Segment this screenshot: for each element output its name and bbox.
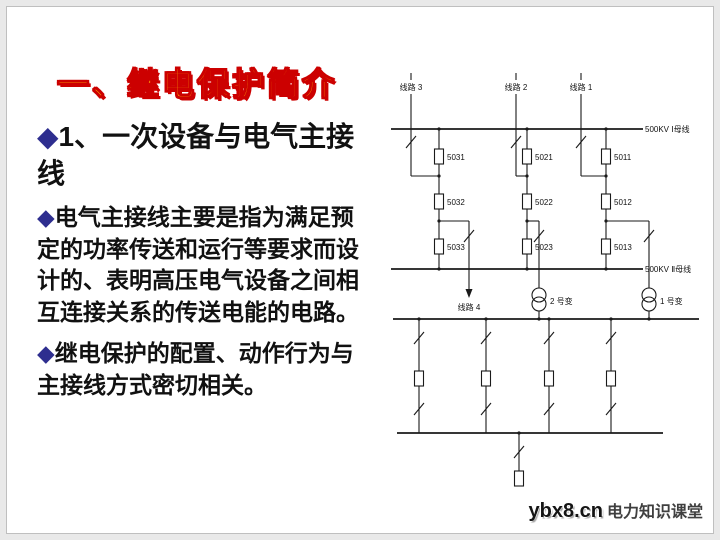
watermark: ybx8.cn 电力知识课堂: [529, 498, 704, 523]
presentation-slide: 一、继电保护简介 ◆1、一次设备与电气主接线 ◆电气主接线主要是指为满足预定的功…: [6, 6, 714, 534]
breaker-string-b: [521, 129, 533, 269]
line4-arrow-icon: [465, 289, 473, 298]
bus2-label: 500KV Ⅱ母线: [645, 264, 691, 274]
breaker-string-c: [600, 129, 612, 269]
breaker-string-a: [433, 129, 445, 269]
line1-lead: [575, 73, 606, 177]
diamond-bullet-icon: ◆: [37, 121, 59, 152]
line4-label: 线路 4: [458, 302, 481, 312]
breaker-5023-box: [521, 238, 533, 255]
breaker-5033-box: [433, 238, 445, 255]
breaker-5013-box: [600, 238, 612, 255]
transformer2-label: 2 号变: [550, 296, 573, 306]
feeder4-breaker-box: [605, 370, 617, 387]
slide-title: 一、继电保护简介: [56, 65, 338, 102]
breaker-5012-box: [600, 193, 612, 210]
breaker-5022-box: [521, 193, 533, 210]
watermark-site-name: 电力知识课堂: [606, 504, 703, 521]
bus1-label: 500KV Ⅰ母线: [645, 124, 690, 134]
breaker-5011-label: 5011: [614, 153, 632, 162]
line3-label: 线路 3: [400, 82, 423, 92]
single-line-wiring-diagram: 线路 3 线路 2 线路 1 500KV Ⅰ母线 500KV Ⅱ母线: [391, 73, 699, 487]
transformer2-branch: [527, 220, 545, 319]
bullet-item-heading: ◆1、一次设备与电气主接线: [37, 119, 367, 193]
breaker-5023-label: 5023: [535, 243, 553, 252]
breaker-5031-box: [433, 148, 445, 165]
breaker-5021-label: 5021: [535, 153, 553, 162]
line4-branch: [439, 220, 475, 298]
line1-label: 线路 1: [570, 82, 593, 92]
line2-label: 线路 2: [505, 82, 528, 92]
breaker-5013-label: 5013: [614, 243, 632, 252]
watermark-logo: ybx8.cn: [528, 500, 603, 522]
bullet-relation-text: 继电保护的配置、动作行为与主接线方式密切相关。: [37, 339, 354, 398]
breaker-5022-label: 5022: [535, 198, 553, 207]
breaker-5021-box: [521, 148, 533, 165]
feeder2-breaker-box: [480, 370, 492, 387]
bullet-definition-text: 电气主接线主要是指为满足预定的功率传送和运行等要求而设计的、表明高压电气设备之间…: [37, 203, 359, 326]
bullet-item-definition: ◆电气主接线主要是指为满足预定的功率传送和运行等要求而设计的、表明高压电气设备之…: [37, 202, 367, 329]
junction-dots: [417, 127, 651, 435]
bullet-item-relation: ◆继电保护的配置、动作行为与主接线方式密切相关。: [37, 338, 367, 401]
breaker-5012-label: 5012: [614, 198, 632, 207]
transformer1-symbol: [641, 287, 657, 312]
bullet-list: ◆1、一次设备与电气主接线 ◆电气主接线主要是指为满足预定的功率传送和运行等要求…: [37, 119, 367, 410]
breaker-5032-label: 5032: [447, 198, 465, 207]
feeder1-breaker-box: [413, 370, 425, 387]
lv-subfeeder: [513, 433, 525, 487]
lv-feeder-2: [480, 319, 492, 433]
line2-lead: [510, 73, 527, 177]
line3-lead: [405, 73, 439, 177]
lv-feeder-3: [543, 319, 555, 433]
transformer2-symbol: [531, 287, 547, 312]
breaker-5011-box: [600, 148, 612, 165]
lv-feeder-1: [413, 319, 425, 433]
breaker-5033-label: 5033: [447, 243, 465, 252]
lv-feeder-4: [605, 319, 617, 433]
transformer1-label: 1 号变: [660, 296, 683, 306]
transformer1-branch: [606, 220, 655, 319]
diamond-bullet-icon: ◆: [37, 339, 55, 366]
feeder3-breaker-box: [543, 370, 555, 387]
breaker-5031-label: 5031: [447, 153, 465, 162]
bullet-heading-text: 1、一次设备与电气主接线: [37, 121, 355, 189]
breaker-5032-box: [433, 193, 445, 210]
subfeeder-device-box: [513, 470, 525, 487]
diamond-bullet-icon: ◆: [37, 203, 55, 230]
